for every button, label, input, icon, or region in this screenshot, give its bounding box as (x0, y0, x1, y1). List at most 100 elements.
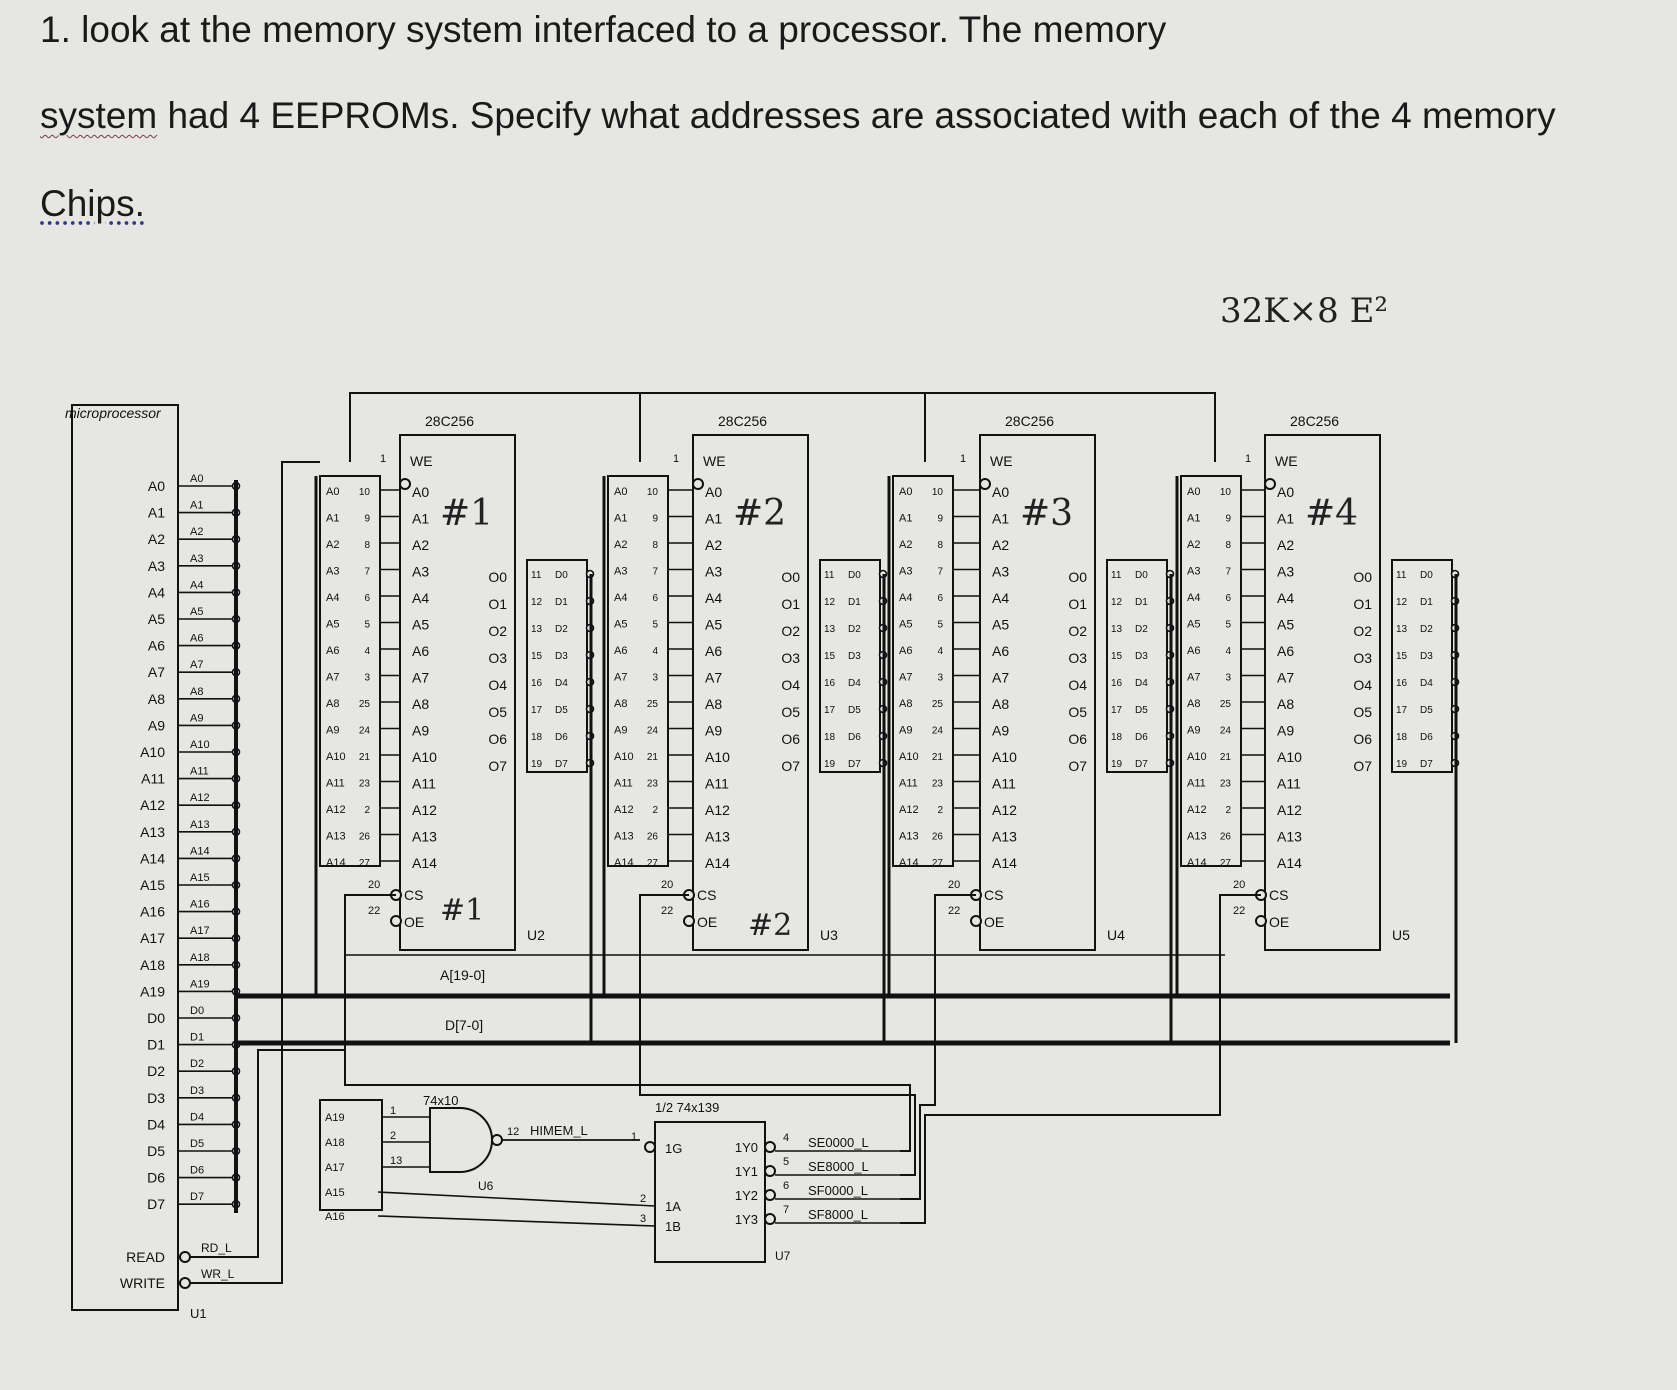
decoder-output-pin-number: 4 (783, 1132, 789, 1144)
eeprom-output-pin-number: 12 (824, 597, 836, 608)
eeprom-address-pin-label: A3 (326, 566, 339, 578)
eeprom-output-pin-number: 11 (1396, 570, 1407, 581)
eeprom-pin-number: 26 (1220, 832, 1232, 843)
bus-label: A14 (190, 845, 210, 857)
eeprom-output-data-label: D7 (1135, 759, 1148, 770)
eeprom-address-pin-label: A13 (614, 831, 634, 843)
eeprom-output-pin-number: 17 (1396, 705, 1408, 716)
eeprom-pin-number: 2 (937, 805, 943, 816)
microprocessor-control-label: WRITE (120, 1275, 165, 1291)
eeprom-pin-number: 4 (1225, 646, 1231, 657)
bus-label: D0 (190, 1005, 204, 1017)
eeprom-output-pin-number: 15 (1111, 651, 1123, 662)
eeprom-address-pin-label: A1 (899, 513, 912, 525)
microprocessor-pin-label: A16 (140, 904, 165, 920)
nand-input-label: A19 (325, 1112, 345, 1124)
eeprom-inside-address-label: A3 (705, 564, 722, 580)
eeprom-inside-address-label: A8 (1277, 696, 1294, 712)
bus-label: A5 (190, 606, 203, 618)
eeprom-output-label: O6 (488, 731, 507, 747)
eeprom-output-pin-number: 11 (1111, 570, 1122, 581)
eeprom-address-pin-label: A10 (1187, 751, 1207, 763)
eeprom-address-pin-label: A12 (1187, 804, 1207, 816)
eeprom-inside-address-label: A9 (992, 723, 1009, 739)
eeprom-output-data-label: D4 (848, 678, 861, 689)
bus-label: A9 (190, 712, 203, 724)
eeprom-address-pin-label: A14 (899, 857, 919, 869)
eeprom-output-label: O1 (1068, 596, 1087, 612)
eeprom-pin-number: 2 (364, 805, 370, 816)
eeprom-address-pin-label: A7 (326, 672, 339, 684)
eeprom-address-pin-label: A14 (326, 857, 346, 869)
oe-label: OE (697, 914, 717, 930)
data-pin-group (819, 559, 881, 773)
eeprom-pin-number: 4 (364, 646, 370, 657)
handwritten-chip-mark: #1 (440, 493, 493, 534)
eeprom-inside-address-label: A2 (705, 537, 722, 553)
microprocessor-pin-label: D6 (147, 1170, 165, 1186)
cs-pin-number: 20 (1233, 879, 1245, 891)
bus-label: D5 (190, 1138, 204, 1150)
eeprom-inside-address-label: A2 (992, 537, 1009, 553)
eeprom-inside-address-label: A11 (412, 776, 436, 792)
bus-label: A11 (190, 766, 209, 778)
eeprom-inside-address-label: A13 (992, 829, 1017, 845)
decoder-enable-label: 1G (665, 1141, 682, 1156)
eeprom-address-pin-label: A5 (326, 619, 339, 631)
eeprom-pin-number: 10 (932, 487, 944, 498)
eeprom-output-pin-number: 11 (824, 570, 835, 581)
eeprom-pin-number: 10 (1220, 487, 1232, 498)
eeprom-output-label: O7 (488, 758, 507, 774)
nand-output-bubble (491, 1134, 503, 1146)
address-pin-group (607, 475, 669, 867)
eeprom-body (692, 434, 809, 951)
eeprom-inside-address-label: A0 (1277, 484, 1294, 500)
cs-label: CS (1269, 887, 1288, 903)
decoder-output-label: 1Y1 (735, 1164, 758, 1179)
eeprom-output-label: O0 (1068, 569, 1087, 585)
microprocessor-pin-label: D7 (147, 1196, 165, 1212)
eeprom-inside-address-label: A11 (1277, 776, 1301, 792)
decoder-select-source-label: A15 (325, 1187, 345, 1199)
microprocessor-pin-label: A0 (148, 478, 165, 494)
eeprom-output-pin-number: 12 (531, 597, 543, 608)
eeprom-body (399, 434, 516, 951)
eeprom-address-pin-label: A0 (1187, 486, 1200, 498)
eeprom-output-label: O5 (1353, 704, 1372, 720)
eeprom-inside-address-label: A13 (705, 829, 730, 845)
eeprom-output-data-label: D6 (1135, 732, 1148, 743)
address-pin-group (1180, 475, 1242, 867)
we-pin-number: 1 (1245, 453, 1251, 465)
eeprom-output-label: O7 (781, 758, 800, 774)
eeprom-pin-number: 23 (932, 779, 944, 790)
question-line-2: system had 4 EEPROMs. Specify what addre… (40, 72, 1556, 160)
eeprom-output-data-label: D7 (555, 759, 568, 770)
eeprom-address-pin-label: A8 (1187, 698, 1200, 710)
eeprom-output-label: O6 (781, 731, 800, 747)
eeprom-inside-address-label: A6 (412, 643, 429, 659)
decoder-output-pin-number: 7 (783, 1204, 789, 1216)
eeprom-output-label: O5 (1068, 704, 1087, 720)
eeprom-output-pin-number: 17 (531, 705, 543, 716)
eeprom-address-pin-label: A2 (326, 539, 339, 551)
bus-label: A12 (190, 792, 210, 804)
microprocessor-pin-label: A4 (148, 584, 165, 600)
bus-label: A18 (190, 952, 210, 964)
oe-pin-number: 22 (1233, 905, 1245, 917)
question-line-3: Chips. (40, 160, 145, 248)
eeprom-inside-address-label: A8 (412, 696, 429, 712)
eeprom-inside-address-label: A1 (1277, 511, 1294, 527)
eeprom-address-pin-label: A10 (614, 751, 634, 763)
nand-output-signal-label: HIMEM_L (530, 1123, 588, 1138)
cs-pin-number: 20 (368, 879, 380, 891)
handwritten-cs-mark: #1 (440, 893, 484, 928)
we-pin-number: 1 (960, 453, 966, 465)
cs-pin-number: 20 (948, 879, 960, 891)
eeprom-pin-number: 21 (359, 752, 371, 763)
eeprom-output-pin-number: 15 (531, 651, 543, 662)
eeprom-output-data-label: D5 (555, 705, 568, 716)
nand-pin-number: 1 (390, 1105, 396, 1117)
eeprom-part-label: 28C256 (1005, 413, 1054, 429)
eeprom-pin-number: 9 (652, 514, 658, 525)
bus-label: A7 (190, 659, 203, 671)
